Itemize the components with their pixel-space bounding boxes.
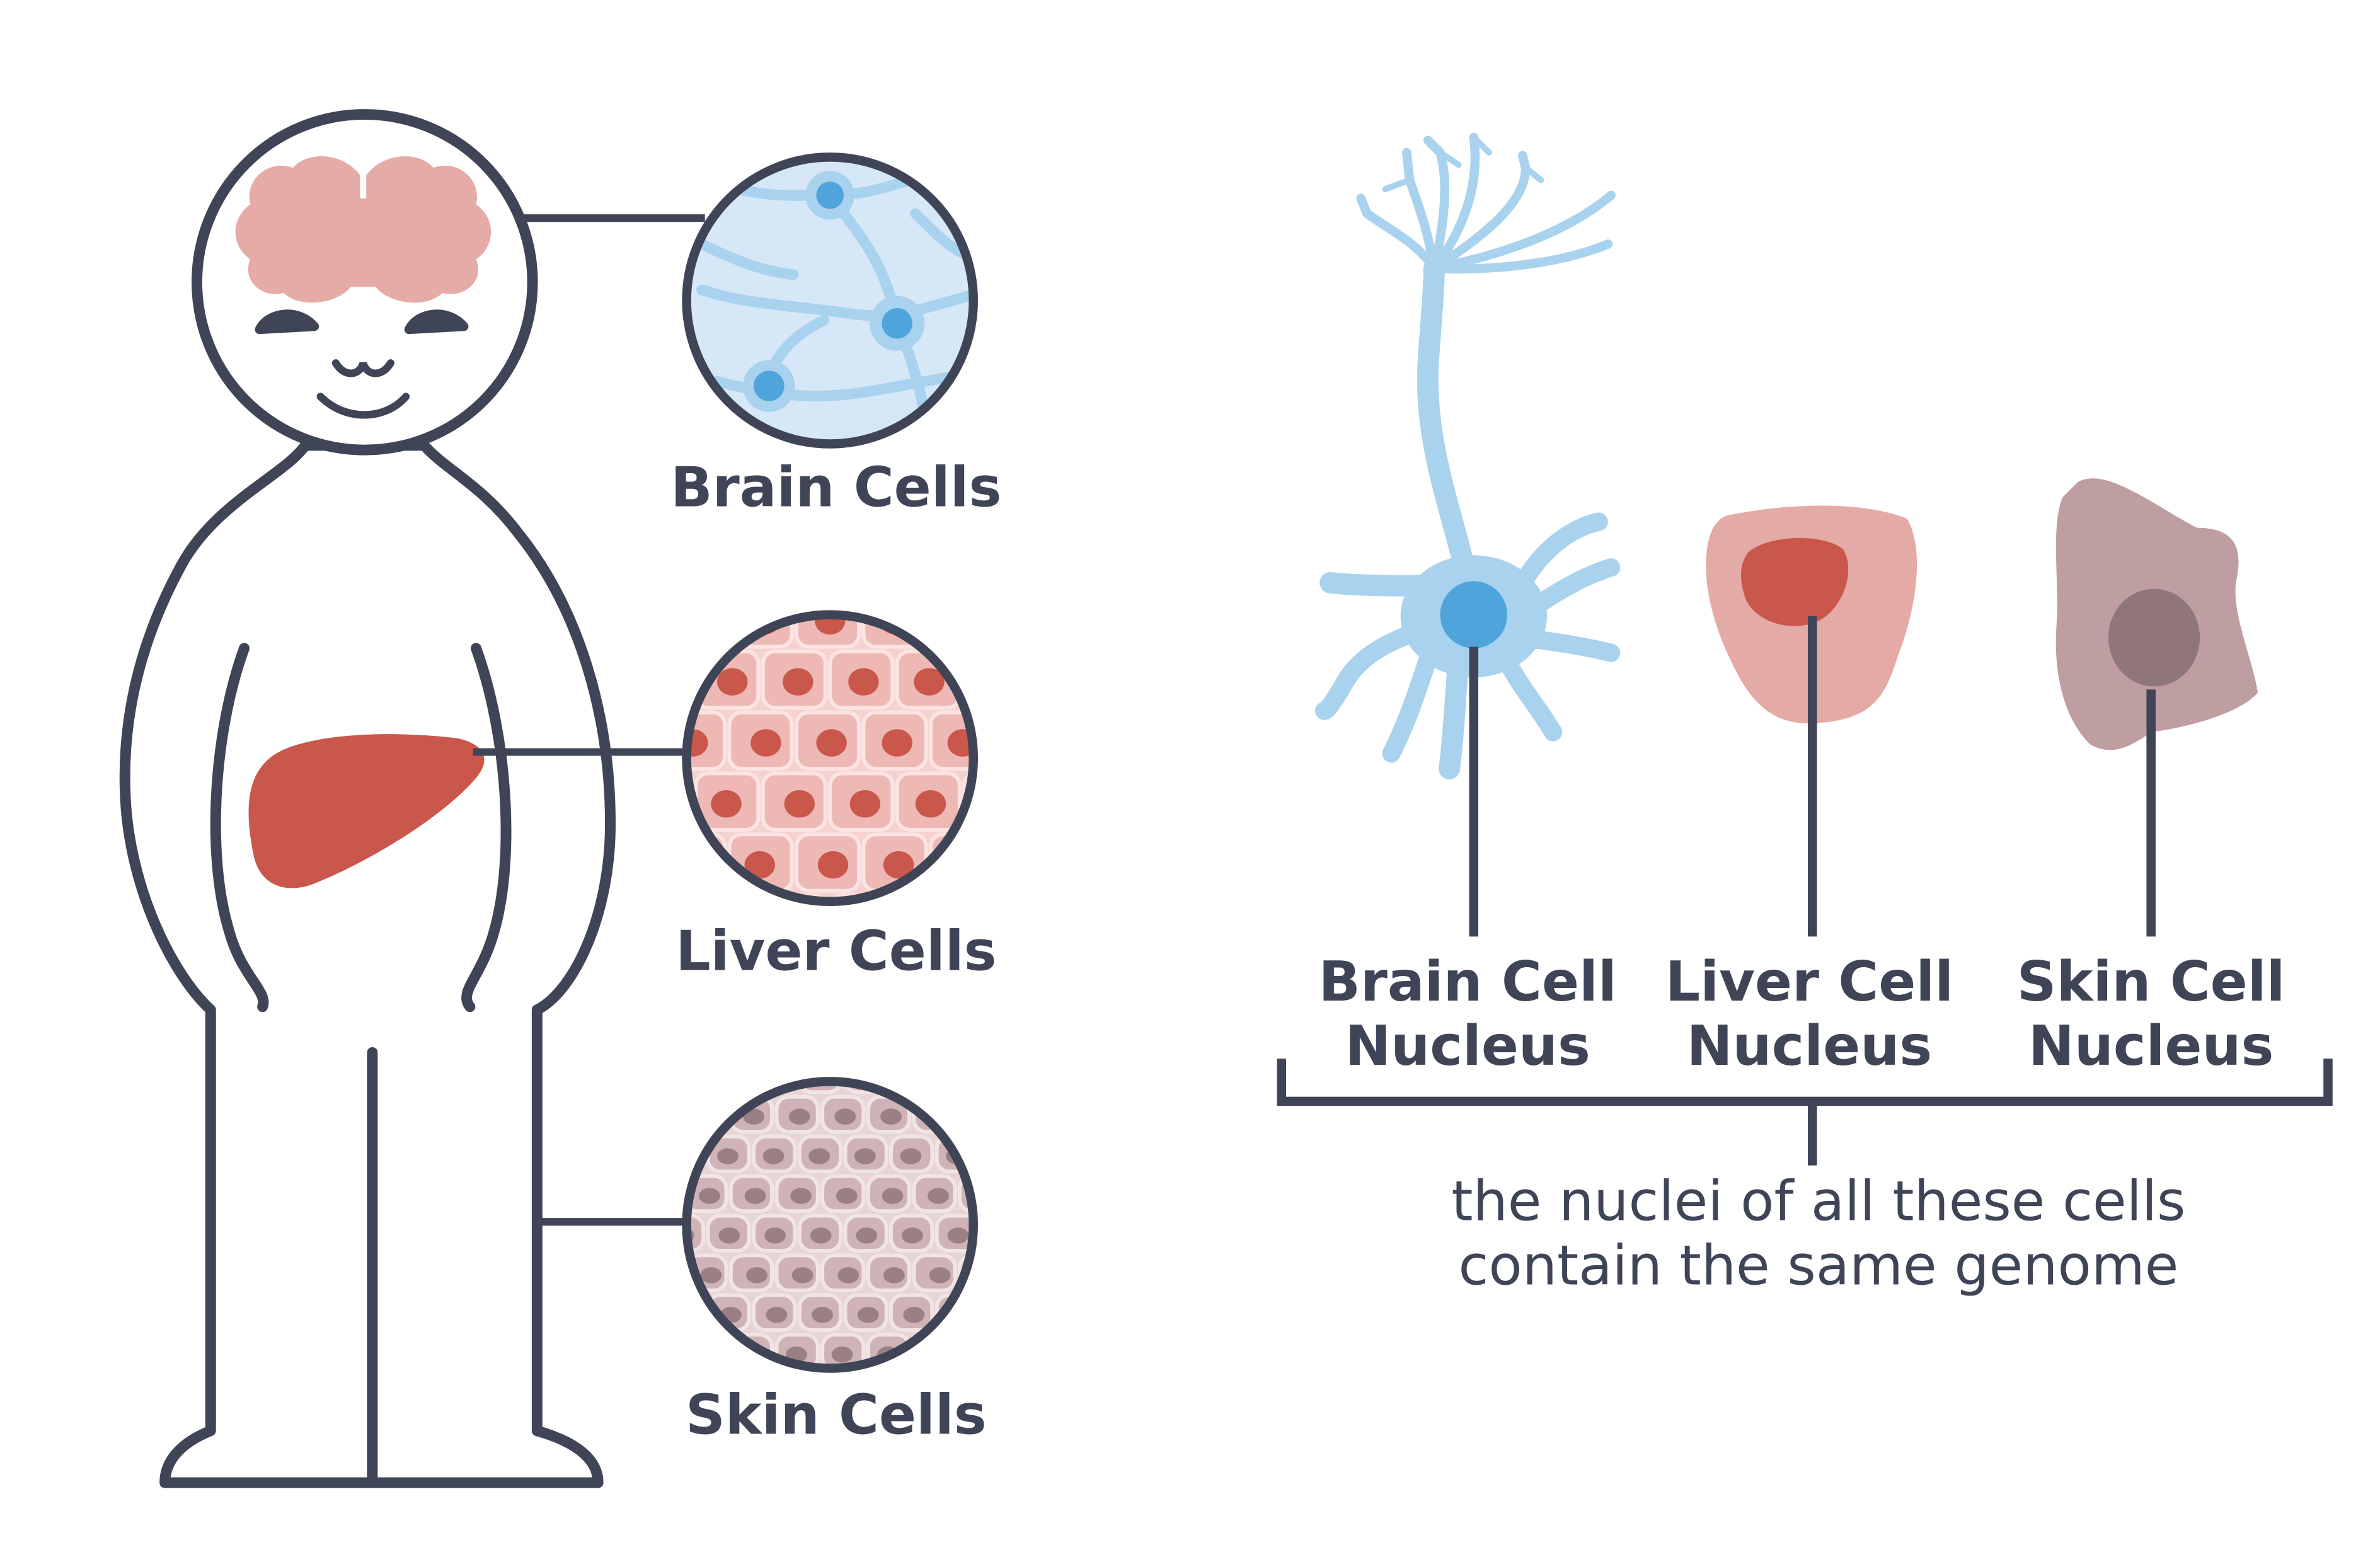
brain-cells-label: Brain Cells <box>670 456 1001 520</box>
skin-cells-circle <box>682 1077 978 1373</box>
nose <box>331 359 395 377</box>
svg-text:Nucleus: Nucleus <box>1687 1014 1933 1078</box>
grouping-bracket <box>1277 1059 2333 1166</box>
left-arm-line <box>210 643 269 1013</box>
liver-cells-circle <box>682 610 978 907</box>
neuron-icon <box>1315 132 1621 780</box>
skin-cell-icon <box>2055 478 2258 750</box>
svg-text:Liver Cell: Liver Cell <box>1665 950 1953 1014</box>
right-arm-line <box>461 643 512 1013</box>
brain-cells-circle <box>682 152 978 449</box>
liver-icon <box>248 734 485 888</box>
liver-cell-icon <box>1706 505 1917 724</box>
skin-nucleus <box>2108 589 2200 687</box>
liver-nucleus-label: Liver Cell Nucleus <box>1665 950 1953 1078</box>
genome-caption: the nuclei of all these cells contain th… <box>1451 1169 2185 1298</box>
face <box>255 309 469 419</box>
brain-nucleus-label: Brain Cell Nucleus <box>1318 950 1616 1078</box>
svg-text:contain the same genome: contain the same genome <box>1458 1233 2178 1297</box>
svg-text:Skin Cell: Skin Cell <box>2017 950 2285 1014</box>
skin-nucleus-label: Skin Cell Nucleus <box>2017 950 2285 1078</box>
connector-lines <box>473 214 705 1226</box>
svg-text:Nucleus: Nucleus <box>1345 1014 1590 1078</box>
skin-cells-label: Skin Cells <box>686 1383 987 1447</box>
person-inner-lines <box>210 643 512 1488</box>
liver-cells-label: Liver Cells <box>675 919 996 984</box>
brain-nucleus <box>1440 581 1508 648</box>
svg-text:Nucleus: Nucleus <box>2028 1014 2274 1078</box>
svg-text:the nuclei of all these cells: the nuclei of all these cells <box>1451 1169 2185 1234</box>
svg-text:Brain Cell: Brain Cell <box>1318 950 1616 1014</box>
brain-icon <box>235 156 492 303</box>
nucleus-pointers <box>1469 616 2156 937</box>
liver-nucleus <box>1740 537 1849 626</box>
right-eye <box>404 309 469 335</box>
mouth <box>316 393 410 419</box>
left-eye <box>255 309 319 335</box>
